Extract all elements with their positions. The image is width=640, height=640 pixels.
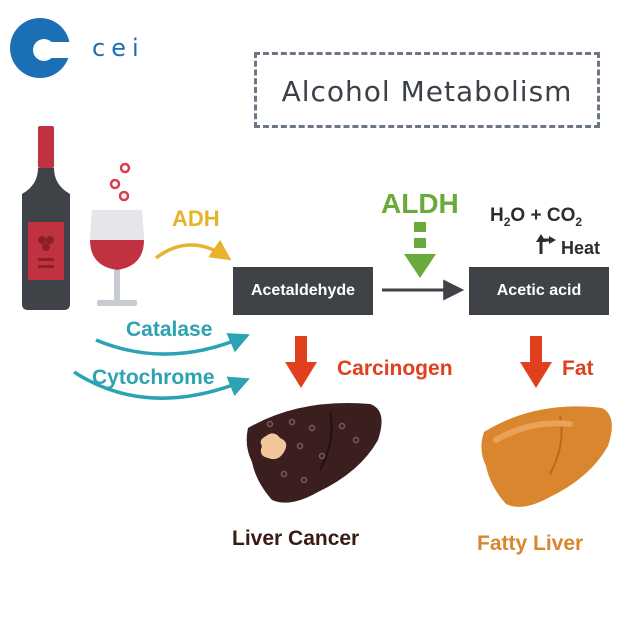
title-frame: Alcohol Metabolism xyxy=(254,52,600,128)
brand-name: cei xyxy=(92,34,145,62)
heat-arrow-icon xyxy=(536,234,556,254)
catalase-arrow xyxy=(95,333,250,356)
fatty-liver-icon xyxy=(481,406,612,507)
acetaldehyde-node: Acetaldehyde xyxy=(233,267,373,315)
adh-arrow xyxy=(154,239,232,261)
cei-logo-icon xyxy=(10,18,74,78)
water-formula: H2O xyxy=(490,205,526,229)
adh-label: ADH xyxy=(172,206,220,231)
aldh-label: ALDH xyxy=(381,188,459,219)
fat-arrow xyxy=(520,336,552,388)
wine-bottle-icon xyxy=(22,126,70,310)
products-formula: H2O + CO2 xyxy=(490,205,582,229)
heat-label: Heat xyxy=(561,238,601,258)
co2-formula: CO2 xyxy=(546,205,583,229)
liver-cancer-label: Liver Cancer xyxy=(232,527,360,550)
fat-label: Fat xyxy=(562,357,594,380)
liver-cancer-icon xyxy=(246,403,382,503)
catalase-label: Catalase xyxy=(126,318,213,341)
carcinogen-arrow xyxy=(285,336,317,388)
cytochrome-label: Cytochrome xyxy=(92,366,215,389)
carcinogen-label: Carcinogen xyxy=(337,357,453,380)
fatty-liver-label: Fatty Liver xyxy=(477,532,584,555)
page-title: Alcohol Metabolism xyxy=(281,75,573,108)
wine-glass-icon xyxy=(90,210,144,306)
acetic-acid-node: Acetic acid xyxy=(469,267,609,315)
cytochrome-arrow xyxy=(73,370,250,400)
plus-sign: + xyxy=(530,205,542,226)
bubble-icon xyxy=(109,162,131,202)
aldh-arrow xyxy=(404,222,436,278)
